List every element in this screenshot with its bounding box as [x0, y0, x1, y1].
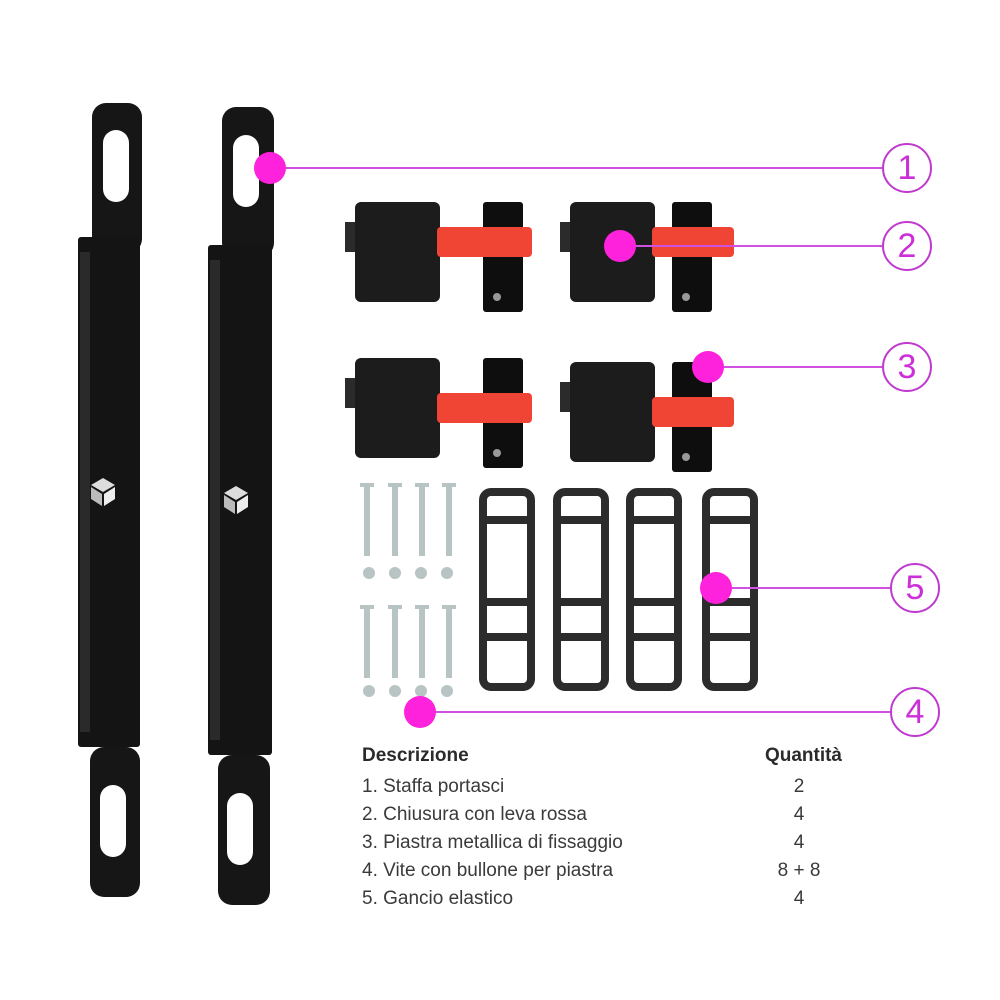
logo-cube-icon: [224, 486, 248, 514]
parts-legend: Descrizione Quantità 1. Staffa portasci …: [362, 745, 842, 913]
row-quantity: 4: [793, 804, 805, 825]
legend-row: 5. Gancio elastico 4: [362, 885, 842, 913]
row-quantity: 2: [793, 776, 805, 797]
row-description: 3. Piastra metallica di fissaggio: [362, 832, 623, 853]
row-quantity: 8 + 8: [777, 860, 821, 881]
row-quantity: 4: [793, 832, 805, 853]
callout-4: 4: [890, 687, 940, 737]
callout-5: 5: [890, 563, 940, 613]
row-description: 5. Gancio elastico: [362, 888, 514, 909]
callout-2: 2: [882, 221, 932, 271]
clamp-set: [345, 202, 734, 472]
header-quantity: Quantità: [764, 745, 842, 766]
legend-row: 1. Staffa portasci 2: [362, 773, 842, 801]
ski-bracket-left: [78, 103, 142, 897]
row-description: 4. Vite con bullone per piastra: [362, 860, 614, 881]
header-description: Descrizione: [362, 745, 469, 766]
callout-1: 1: [882, 143, 932, 193]
legend-row: 2. Chiusura con leva rossa 4: [362, 801, 842, 829]
callout-leaders: [254, 152, 890, 728]
screws-and-nuts: [360, 483, 456, 697]
legend-row: 4. Vite con bullone per piastra 8 + 8: [362, 857, 842, 885]
legend-row: 3. Piastra metallica di fissaggio 4: [362, 829, 842, 857]
row-quantity: 4: [793, 888, 805, 909]
legend-header: Descrizione Quantità: [362, 745, 842, 767]
logo-cube-icon: [91, 478, 115, 506]
row-description: 1. Staffa portasci: [362, 776, 505, 797]
row-description: 2. Chiusura con leva rossa: [362, 804, 587, 825]
ski-bracket-right: [208, 107, 274, 905]
callout-3: 3: [882, 342, 932, 392]
